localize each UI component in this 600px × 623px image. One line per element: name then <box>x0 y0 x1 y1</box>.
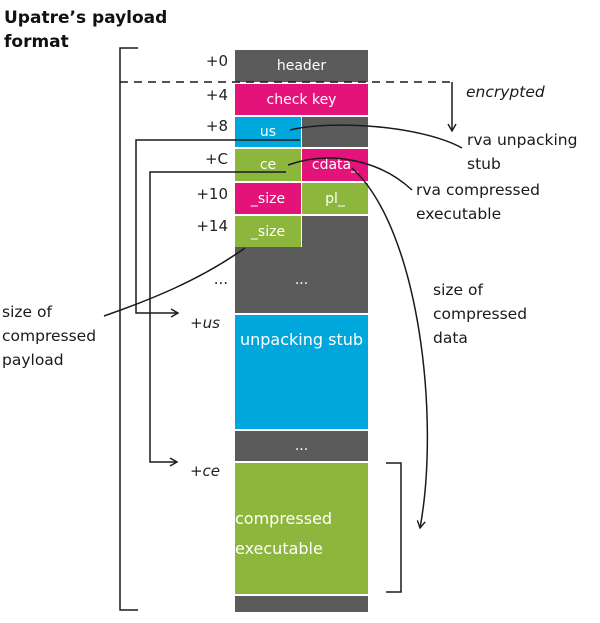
size-compressed-payload-leader <box>103 247 246 317</box>
rva-compressed-executable-line-1: rva compressed <box>416 181 541 199</box>
offset-0: +0 <box>205 52 228 70</box>
size-field-a: _size <box>235 183 301 214</box>
offset-us: +us <box>190 314 220 332</box>
size-compressed-data-line-3: data <box>433 329 468 347</box>
title-line-2: format <box>4 32 69 52</box>
header-field: header <box>235 50 368 82</box>
gray-region-1: ... <box>235 247 368 313</box>
rva-unpacking-stub-leader <box>289 124 463 149</box>
rva-compressed-executable-label: rva compressed executable <box>416 178 540 226</box>
offset-14: +14 <box>196 217 228 235</box>
compressed-executable-line-1: compressed <box>235 508 333 528</box>
size-compressed-payload-line-2: compressed <box>2 327 97 345</box>
compressed-executable-region: compressed executable <box>235 463 368 594</box>
rva-compressed-executable-leader <box>287 157 413 191</box>
rva-compressed-executable-line-2: executable <box>416 205 502 223</box>
size-compressed-data-arrow <box>351 167 429 530</box>
gray-region-2: ... <box>235 431 368 461</box>
diagram-title: Upatre’s payload format <box>4 6 174 54</box>
us-field: us <box>235 117 301 147</box>
title-line-1: Upatre’s payload <box>4 8 168 28</box>
rva-unpacking-stub-label: rva unpacking stub <box>467 128 577 176</box>
check-key-field: check key <box>235 84 368 115</box>
offset-ce: +ce <box>189 462 220 480</box>
offset-10: +10 <box>196 185 228 203</box>
gray-field-top <box>302 117 368 147</box>
size-compressed-payload-line-1: size of <box>2 303 52 321</box>
unpacking-stub-region: unpacking stub <box>235 315 368 429</box>
size-compressed-payload-line-3: payload <box>2 351 64 369</box>
size-compressed-data-label: size of compressed data <box>433 278 527 350</box>
size-compressed-data-line-1: size of <box>433 281 483 299</box>
size-compressed-data-line-2: compressed <box>433 305 528 323</box>
rva-unpacking-stub-line-2: stub <box>467 155 501 173</box>
compressed-executable-line-2: executable <box>235 538 323 558</box>
size-field-b: _size <box>235 216 301 247</box>
gray-field-right <box>302 216 368 247</box>
offset-8: +8 <box>205 117 228 135</box>
left-bracket <box>119 47 138 611</box>
offset-ellipsis: ... <box>213 270 228 288</box>
encrypted-label: encrypted <box>466 83 545 101</box>
offset-c: +C <box>204 150 228 168</box>
size-compressed-payload-label: size of compressed payload <box>2 300 96 372</box>
us-pointer-line <box>135 139 300 318</box>
offset-4: +4 <box>205 86 228 104</box>
gray-region-3 <box>235 596 368 612</box>
cdata-field: cdata_ <box>302 149 368 181</box>
pl-field: pl_ <box>302 183 368 214</box>
compressed-executable-bracket <box>386 462 402 593</box>
rva-unpacking-stub-line-1: rva unpacking <box>467 131 578 149</box>
ce-pointer-line <box>149 171 286 467</box>
